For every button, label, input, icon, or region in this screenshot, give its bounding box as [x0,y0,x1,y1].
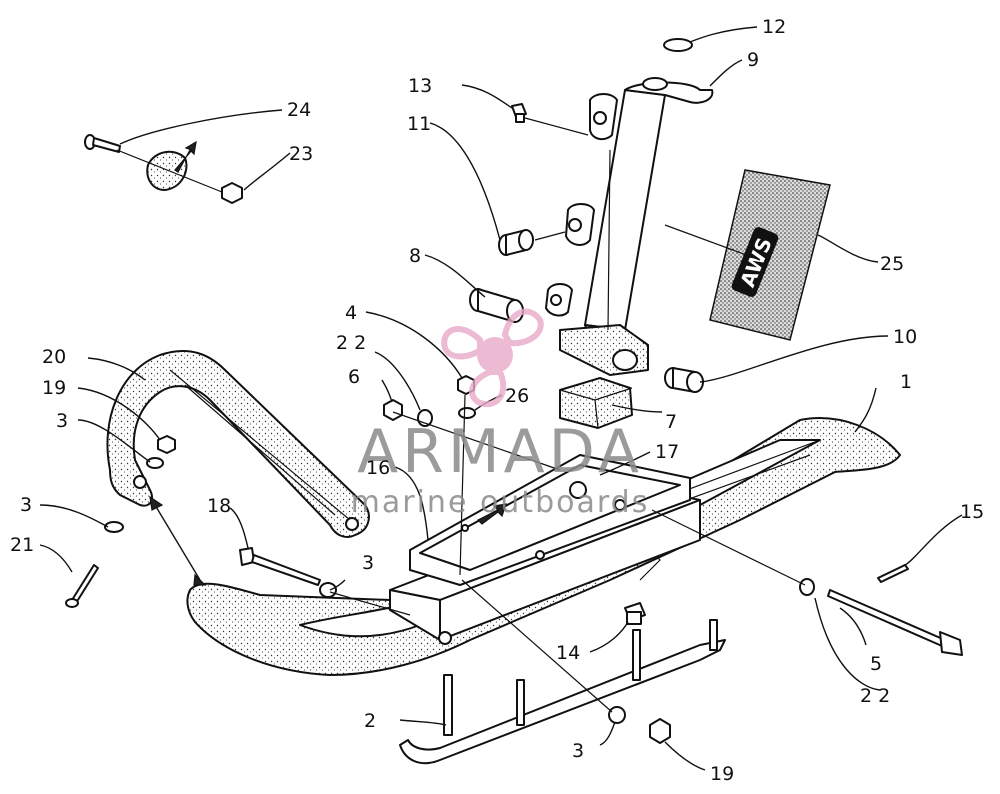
grease-fitting-13 [511,103,527,123]
washer-22b [799,578,815,596]
washer-3b [104,521,124,533]
ski-loop [106,350,370,586]
callout-3a: 3 [56,410,68,432]
leader-lines [39,26,963,771]
callout-25: 25 [880,253,904,275]
callout-11: 11 [407,113,431,135]
callout-9: 9 [747,49,759,71]
callout-8: 8 [409,245,421,267]
callout-7: 7 [665,411,677,433]
cotter-pin-15 [877,564,909,583]
bushing-10 [664,367,704,393]
callout-26: 26 [505,385,529,407]
callout-24: 24 [287,99,311,121]
callout-labels: 1 2 3 3 3 3 4 5 6 7 8 9 10 11 12 13 14 1… [10,16,984,785]
callout-21: 21 [10,534,34,556]
callout-3b: 3 [20,494,32,516]
callout-15: 15 [960,501,984,523]
nut-19a [157,435,176,454]
callout-12: 12 [762,16,786,38]
washer-26 [458,407,476,419]
callout-6: 6 [348,366,360,388]
spacer-14 [624,602,646,625]
washer-3a [146,457,164,469]
callout-17: 17 [655,441,679,463]
bushing-11 [498,229,534,256]
callout-22a: 2 2 [336,332,366,354]
callout-14: 14 [556,642,580,664]
nut-23 [221,182,243,204]
aws-decal: AWS [709,169,831,341]
callout-16: 16 [366,457,390,479]
watermark-subtitle: marine outboards [351,485,650,520]
callout-4: 4 [345,302,357,324]
callout-18: 18 [207,495,231,517]
callout-23: 23 [289,143,313,165]
callout-13: 13 [408,75,432,97]
washer-3c [319,582,337,598]
bolt-21 [65,564,99,608]
callout-22b: 2 2 [860,685,890,707]
bolt-5 [827,589,963,656]
callout-5: 5 [870,653,882,675]
watermark-title: ARMADA [357,417,643,487]
callout-20: 20 [42,346,66,368]
bolt-24 [84,134,121,153]
cable-clip [146,150,188,191]
callout-3c: 3 [362,552,374,574]
washer-3d [608,706,626,724]
callout-19b: 19 [710,763,734,785]
callout-2: 2 [364,710,376,732]
callout-10: 10 [893,326,917,348]
ski-saddle [409,454,691,586]
watermark-logo [441,308,544,408]
bolt-18 [239,547,321,586]
arrow-indicator [174,140,197,173]
spindle [545,77,714,376]
nut-19b [649,718,671,744]
watermark: ARMADA marine outboards [351,308,650,520]
callout-1: 1 [900,371,912,393]
bumper-7 [559,377,633,429]
callout-19a: 19 [42,377,66,399]
cap-12 [663,38,693,52]
callout-3d: 3 [572,740,584,762]
